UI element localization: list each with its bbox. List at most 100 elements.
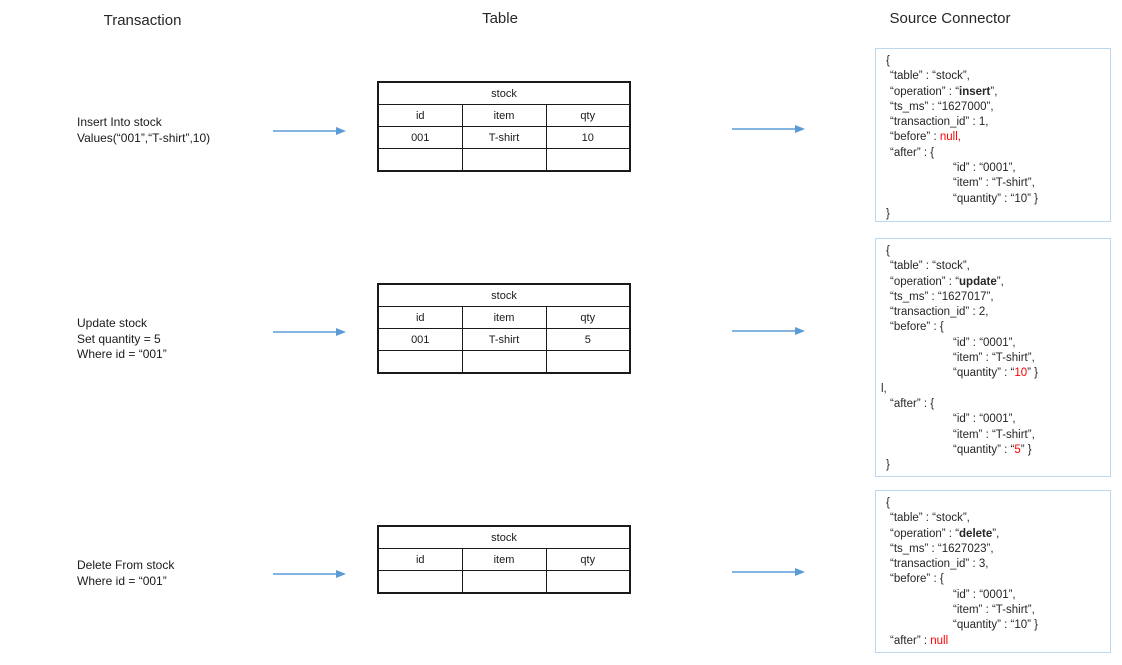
json-highlight-red: null	[930, 634, 949, 647]
json-text: “id” : “0001”,	[953, 588, 1016, 601]
json-text: ” }	[1027, 367, 1039, 380]
json-line: “transaction_id” : 2,	[876, 305, 1110, 320]
json-text: “quantity” : “	[953, 443, 1015, 456]
json-text: “table” : “stock”,	[890, 260, 970, 273]
json-line: “id” : “0001”,	[876, 336, 1110, 351]
json-line: “ts_ms” : “1627017”,	[876, 290, 1110, 305]
json-line: “transaction_id” : 1,	[876, 115, 1110, 130]
json-text: “id” : “0001”,	[953, 336, 1016, 349]
arrow-right-icon	[273, 127, 346, 135]
json-text: ”,	[996, 275, 1004, 288]
json-text: “quantity” : “10” }	[953, 619, 1039, 632]
arrow-right-icon	[732, 568, 805, 576]
table-cell: stock	[377, 525, 631, 549]
json-line: “item” : “T-shirt”,	[876, 176, 1110, 191]
table-cell: item	[461, 548, 547, 571]
table-cell	[461, 148, 547, 172]
json-text: “before” : {	[890, 321, 944, 334]
json-highlight-red: 10	[1014, 367, 1028, 380]
json-text: “quantity” : “10” }	[953, 192, 1039, 205]
arrow-right-icon	[732, 327, 805, 335]
json-text: “transaction_id” : 1,	[890, 116, 989, 129]
json-line: “id” : “0001”,	[876, 161, 1110, 176]
table-cell	[545, 350, 631, 374]
table-cell	[545, 570, 631, 594]
json-operation-value: insert	[959, 85, 991, 98]
table-cell: qty	[545, 548, 631, 571]
json-text: “before” : {	[890, 573, 944, 586]
table-cell: id	[377, 104, 463, 127]
json-text: }	[886, 207, 890, 220]
table-cell: 001	[377, 126, 463, 149]
json-line: “before” : null,	[876, 130, 1110, 145]
json-line: “item” : “T-shirt”,	[876, 351, 1110, 366]
transaction-line: Values(“001”,“T-shirt”,10)	[77, 130, 211, 145]
table-cell	[461, 570, 547, 594]
table-cell	[377, 570, 463, 594]
json-line: “before” : {	[876, 572, 1110, 587]
table-cell: stock	[377, 283, 631, 307]
transaction-line: Where id = “001”	[77, 573, 167, 588]
json-text: “after” :	[890, 634, 931, 647]
json-text: {	[886, 245, 890, 257]
json-line: }	[876, 207, 1110, 222]
json-line: “quantity” : “10” }	[876, 192, 1110, 207]
json-text: “id” : “0001”,	[953, 162, 1016, 175]
json-highlight-red: 5	[1014, 443, 1021, 456]
json-text: “item” : “T-shirt”,	[953, 604, 1035, 617]
json-operation-value: delete	[959, 527, 993, 540]
json-line: “quantity” : “10” }	[876, 366, 1110, 381]
json-line: “id” : “0001”,	[876, 412, 1110, 427]
column-title-transaction: Transaction	[103, 12, 182, 29]
json-text: “ts_ms” : “1627000”,	[890, 100, 994, 113]
json-line: {	[876, 244, 1110, 259]
json-line: “table” : “stock”,	[876, 69, 1110, 84]
json-text: “table” : “stock”,	[890, 512, 970, 525]
json-line: “quantity” : “10” }	[876, 618, 1110, 633]
json-text: “operation” : “	[890, 275, 960, 288]
json-text: ”,	[992, 527, 1000, 540]
source-connector-json-delete: {“table” : “stock”,“operation” : “delete…	[875, 490, 1111, 653]
json-text: “after” : {	[890, 146, 935, 159]
arrow-right-icon	[273, 570, 346, 578]
json-highlight-red: null,	[939, 131, 961, 144]
json-text: “transaction_id” : 3,	[890, 558, 989, 571]
json-line: “table” : “stock”,	[876, 511, 1110, 526]
json-text: }	[886, 459, 890, 472]
table-cell: item	[461, 306, 547, 329]
json-line: “operation” : “delete”,	[876, 527, 1110, 542]
json-text: ”,	[990, 85, 998, 98]
json-text: “ts_ms” : “1627017”,	[890, 290, 994, 303]
json-text: “after” : {	[890, 397, 935, 410]
column-title-table: Table	[482, 10, 518, 27]
table-cell	[545, 148, 631, 172]
json-line: “after” : null	[876, 634, 1110, 649]
json-text: “before” :	[890, 131, 940, 144]
json-line: “quantity” : “5” }	[876, 443, 1110, 458]
json-text: “item” : “T-shirt”,	[953, 352, 1035, 365]
transaction-line: Update stock	[77, 316, 148, 330]
json-text: “transaction_id” : 2,	[890, 306, 989, 319]
json-line: “operation” : “insert”,	[876, 85, 1110, 100]
table-cell	[377, 148, 463, 172]
json-line: “item” : “T-shirt”,	[876, 428, 1110, 443]
arrow-right-icon	[273, 328, 346, 336]
json-text: “ts_ms” : “1627023”,	[890, 542, 994, 555]
table-cell: 10	[545, 126, 631, 149]
json-text: ” }	[1020, 443, 1032, 456]
json-line: {	[876, 54, 1110, 69]
table-cell	[461, 350, 547, 374]
json-line: “before” : {	[876, 320, 1110, 335]
json-text: “quantity” : “	[953, 367, 1015, 380]
table-cell: 5	[545, 328, 631, 351]
json-operation-value: update	[959, 275, 997, 288]
json-text: “table” : “stock”,	[890, 70, 970, 83]
json-line: “after” : {	[876, 146, 1110, 161]
transaction-line: Insert Into stock	[77, 115, 162, 129]
arrow-right-icon	[732, 125, 805, 133]
table-cell: item	[461, 104, 547, 127]
